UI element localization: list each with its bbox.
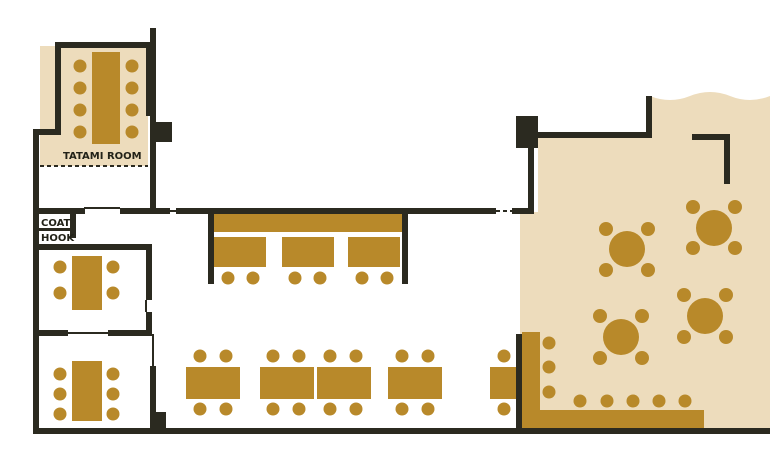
chair [421, 402, 435, 416]
chair [395, 402, 409, 416]
table [72, 256, 102, 310]
chair [573, 394, 587, 408]
chair [125, 125, 139, 139]
left-room-lower-table [53, 361, 120, 421]
chair [125, 59, 139, 73]
chair [53, 286, 67, 300]
round-table [603, 319, 639, 355]
table [72, 361, 102, 421]
terrace-furniture [522, 200, 742, 428]
chair [677, 330, 691, 344]
chair [542, 385, 556, 399]
chair [678, 394, 692, 408]
round-table [696, 210, 732, 246]
chair [355, 271, 369, 285]
chair [219, 349, 233, 363]
chair [349, 402, 363, 416]
booth-area [214, 214, 402, 285]
chair [686, 200, 700, 214]
chair [641, 222, 655, 236]
chair [106, 407, 120, 421]
table [260, 367, 314, 399]
booth-table [214, 237, 266, 267]
dining-tables [186, 349, 516, 416]
chair [641, 263, 655, 277]
chair [292, 349, 306, 363]
chair [53, 387, 67, 401]
chair [73, 125, 87, 139]
chair [193, 402, 207, 416]
chair [599, 222, 613, 236]
chair [313, 271, 327, 285]
chair [73, 59, 87, 73]
terrace-bench-horizontal [540, 410, 704, 428]
chair [497, 402, 511, 416]
chair [288, 271, 302, 285]
table [490, 367, 516, 399]
chair [600, 394, 614, 408]
chair [53, 260, 67, 274]
chair [266, 402, 280, 416]
chair [266, 349, 280, 363]
chair [106, 367, 120, 381]
chair [719, 288, 733, 302]
booth-bench [214, 214, 402, 232]
round-table [609, 231, 645, 267]
chair [323, 402, 337, 416]
chair [635, 351, 649, 365]
chair [395, 349, 409, 363]
tatami-room-label: TATAMI ROOM [63, 151, 142, 162]
chair [292, 402, 306, 416]
chair [677, 288, 691, 302]
chair [626, 394, 640, 408]
chair [221, 271, 235, 285]
round-table [687, 298, 723, 334]
chair [125, 103, 139, 117]
chair [246, 271, 260, 285]
chair [380, 271, 394, 285]
left-room-upper-table [53, 256, 120, 310]
terrace-area [520, 92, 770, 430]
chair [497, 349, 511, 363]
chair [106, 260, 120, 274]
chair [219, 402, 233, 416]
hook-label: HOOK [41, 233, 75, 244]
chair [593, 351, 607, 365]
terrace-bench-vertical [522, 332, 540, 428]
chair [719, 330, 733, 344]
chair [73, 81, 87, 95]
chair [73, 103, 87, 117]
chair [652, 394, 666, 408]
table [317, 367, 371, 399]
chair [421, 349, 435, 363]
tatami-table [92, 52, 120, 144]
chair [349, 349, 363, 363]
chair [53, 407, 67, 421]
booth-table [282, 237, 334, 267]
chair [542, 360, 556, 374]
chair [323, 349, 337, 363]
chair [53, 367, 67, 381]
chair [599, 263, 613, 277]
chair [635, 309, 649, 323]
chair [125, 81, 139, 95]
chair [106, 286, 120, 300]
chair [542, 336, 556, 350]
booth-table [348, 237, 400, 267]
walls [33, 28, 770, 434]
chair [106, 387, 120, 401]
table [186, 367, 240, 399]
chair [593, 309, 607, 323]
chair [728, 241, 742, 255]
tatami-table-group [73, 52, 139, 144]
coat-label: COAT [41, 218, 71, 229]
chair [728, 200, 742, 214]
chair [686, 241, 700, 255]
table [388, 367, 442, 399]
chair [193, 349, 207, 363]
door-lines [40, 165, 512, 366]
